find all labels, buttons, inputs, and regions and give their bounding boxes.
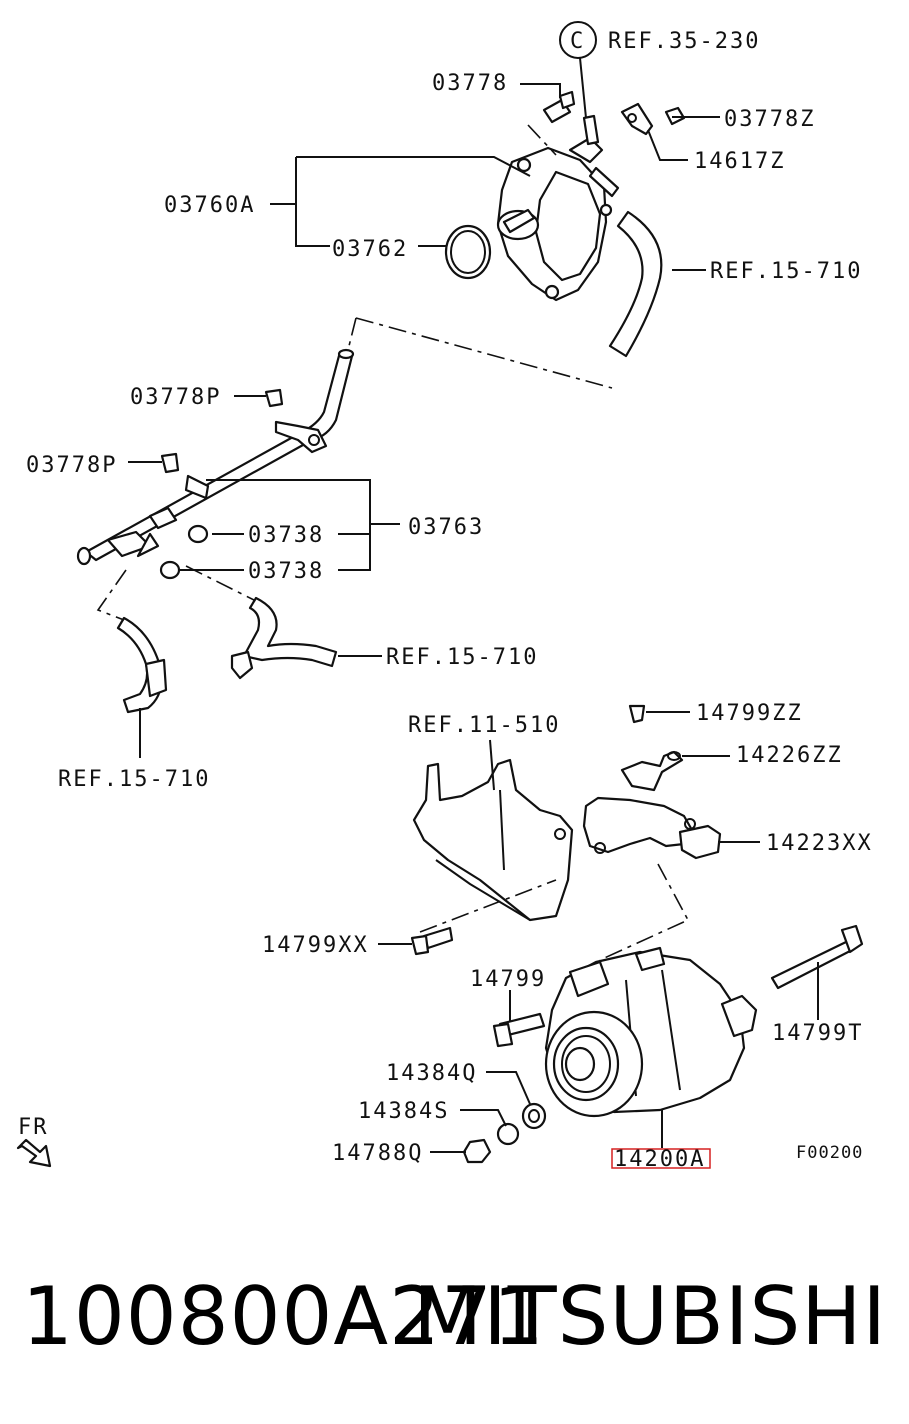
vacuum-pipe-drawing (76, 348, 355, 714)
ref-15-710-mid-label: REF.15-710 (386, 645, 538, 670)
part-03738-1-label: 03738 (248, 523, 324, 548)
part-14799-label: 14799 (470, 967, 546, 992)
alternator-drawing (410, 924, 864, 1164)
part-03778-label: 03778 (432, 71, 508, 96)
ref-11-510-label: REF.11-510 (408, 713, 560, 738)
leader-lines-top (270, 21, 720, 389)
part-14200a-label: 14200A (614, 1147, 705, 1172)
brand-caption: MITSUBISHI (413, 1270, 887, 1363)
alternator-bracket-drawing (582, 704, 722, 860)
part-14799zz-label: 14799ZZ (696, 701, 803, 726)
drawing-code-label: F00200 (796, 1143, 863, 1163)
part-14799t-label: 14799T (772, 1021, 863, 1046)
leader-lines-alternator (378, 711, 819, 1153)
ref-35-230-label: REF.35-230 (608, 29, 760, 54)
part-14384s-label: 14384S (358, 1099, 449, 1124)
part-03778p-2-label: 03778P (26, 453, 117, 478)
highlight-box (611, 1148, 711, 1169)
part-03760a-label: 03760A (164, 193, 255, 218)
ref-15-710-top-label: REF.15-710 (710, 259, 862, 284)
part-14226zz-label: 14226ZZ (736, 743, 843, 768)
part-14788q-label: 14788Q (332, 1141, 423, 1166)
ref-15-710-left-label: REF.15-710 (58, 767, 210, 792)
bracket-ref-11-510-drawing (412, 758, 574, 922)
part-14617z-label: 14617Z (694, 149, 785, 174)
part-number-caption: 100800A271 (22, 1270, 545, 1363)
part-14223xx-label: 14223XX (766, 831, 873, 856)
callout-labels: C REF.35-230 03778 03778Z 14617Z 03760A … (18, 29, 873, 1172)
circle-c-label: C (570, 29, 585, 54)
part-03762-label: 03762 (332, 237, 408, 262)
part-03778z-label: 03778Z (724, 107, 815, 132)
vacuum-pump-drawing (444, 90, 686, 358)
part-03763-label: 03763 (408, 515, 484, 540)
front-direction-arrow (16, 1138, 52, 1168)
fr-label: FR (18, 1115, 49, 1140)
part-03778p-1-label: 03778P (130, 385, 221, 410)
part-14384q-label: 14384Q (386, 1061, 477, 1086)
leader-lines-pipe (96, 395, 400, 758)
part-14799xx-label: 14799XX (262, 933, 369, 958)
part-03738-2-label: 03738 (248, 559, 324, 584)
